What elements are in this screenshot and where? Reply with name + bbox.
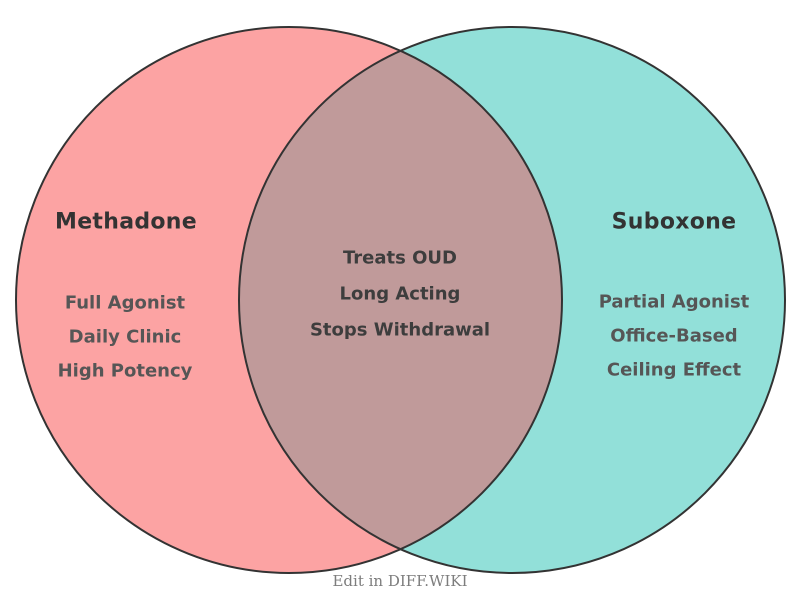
right-circle-title: Suboxone [611, 209, 737, 235]
footer-edit-link[interactable]: Edit in DIFF.WIKI [332, 572, 468, 590]
left-item: High Potency [57, 360, 193, 382]
right-item: Partial Agonist [598, 291, 750, 313]
left-circle-outline [15, 26, 563, 574]
left-item: Full Agonist [64, 292, 186, 314]
left-item: Daily Clinic [68, 326, 182, 348]
left-circle-title: Methadone [55, 209, 197, 235]
overlap-item: Long Acting [339, 283, 461, 305]
right-circle-outline [238, 26, 786, 574]
right-item: Office-Based [610, 325, 738, 347]
overlap-region [239, 27, 562, 573]
overlap-item: Stops Withdrawal [309, 319, 491, 341]
overlap-item: Treats OUD [343, 247, 457, 269]
right-item: Ceiling Effect [606, 359, 742, 381]
